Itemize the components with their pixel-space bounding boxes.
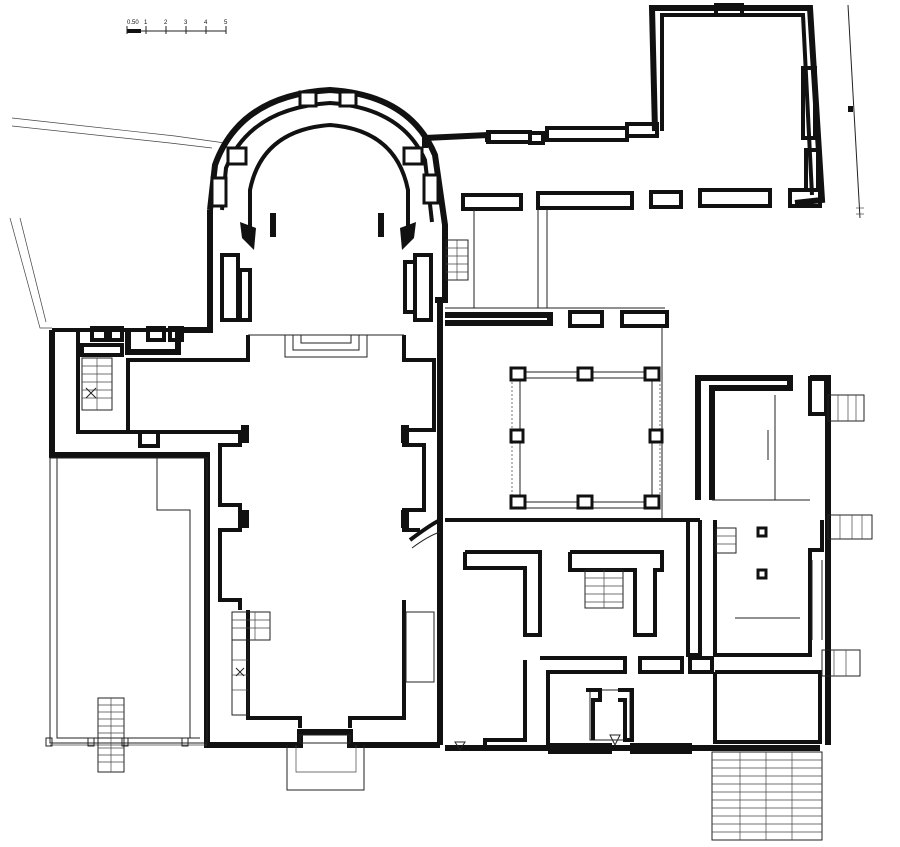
scale-label-1: 1: [144, 20, 148, 26]
far-east-block: [695, 375, 873, 841]
scale-bar: 0.50 1 2 3 4 5: [126, 20, 228, 34]
cloister: [445, 307, 700, 522]
south-east-rooms: [445, 520, 820, 754]
scale-label-4: 4: [204, 20, 208, 26]
scale-label-0: 0.50: [127, 20, 139, 26]
scale-label-3: 3: [184, 20, 188, 26]
north-east-wing: [422, 3, 826, 308]
west-wing: [45, 326, 210, 773]
apse: [207, 86, 469, 303]
site-lines: [9, 4, 864, 329]
scale-label-5: 5: [224, 20, 228, 26]
scale-label-2: 2: [164, 20, 168, 26]
church-nave: [125, 210, 443, 791]
